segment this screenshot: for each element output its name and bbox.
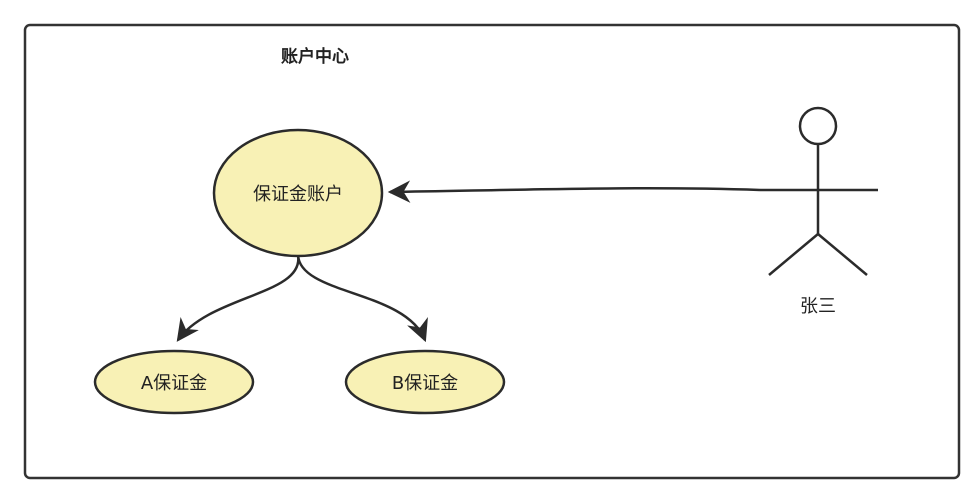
edge-root-to-a [176, 254, 300, 342]
usecase-label: 保证金账户 [253, 184, 343, 205]
usecase-ellipse [93, 349, 255, 415]
system-title: 账户中心 [281, 46, 349, 67]
edge-actor-to-root [387, 180, 761, 203]
usecase-label: A保证金 [141, 373, 207, 394]
system-boundary [23, 23, 961, 480]
usecase-node-a[interactable]: A保证金 [93, 349, 255, 415]
usecase-ellipse [344, 349, 506, 415]
edge-root-to-b [296, 254, 428, 343]
usecase-ellipse [212, 128, 384, 258]
usecase-node-b[interactable]: B保证金 [344, 349, 506, 415]
usecase-label: B保证金 [392, 373, 458, 394]
actor-right-leg [817, 233, 868, 276]
actor-left-leg [768, 233, 819, 276]
actor-stick-figure[interactable]: 张三 [760, 106, 878, 317]
actor-head [798, 106, 838, 146]
actor-label: 张三 [800, 296, 836, 317]
usecase-node-root[interactable]: 保证金账户 [212, 128, 384, 258]
